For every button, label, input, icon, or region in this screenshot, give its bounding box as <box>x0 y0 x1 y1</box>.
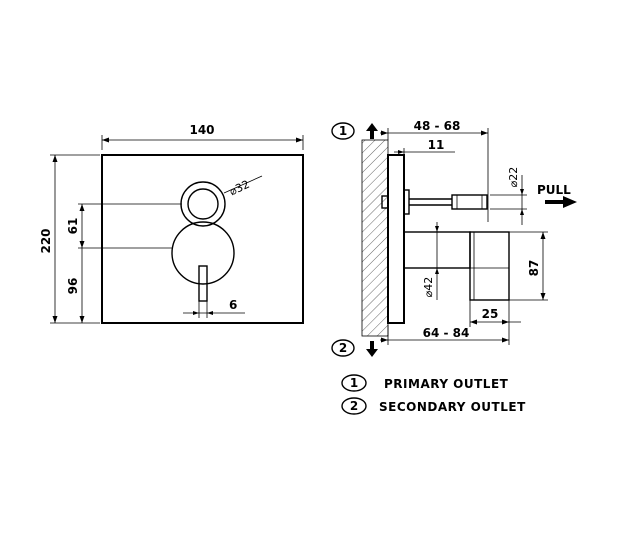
side-plate <box>387 154 405 324</box>
bottom-range-label: 64 - 84 <box>423 326 470 340</box>
side-knob <box>451 194 488 210</box>
side-small-block <box>381 195 389 209</box>
marker-2-label: 2 <box>339 341 347 355</box>
side-view: 1 2 48 - 68 11 ⌀22 PULL <box>331 119 577 357</box>
legend-label-secondary: SECONDARY OUTLET <box>379 400 526 414</box>
legend-item-primary: 1 PRIMARY OUTLET <box>341 374 509 392</box>
legend-item-secondary: 2 SECONDARY OUTLET <box>341 397 526 415</box>
body-height-label: 87 <box>527 260 541 277</box>
front-view: 140 220 ⌀32 61 96 <box>39 123 304 324</box>
legend-num-1: 1 <box>350 376 358 390</box>
body-width-label: 25 <box>482 307 499 321</box>
wall-section <box>361 139 389 337</box>
marker-1-label: 1 <box>339 124 347 138</box>
knob-diameter-label: ⌀22 <box>507 167 520 188</box>
front-width-label: 140 <box>189 123 214 137</box>
side-lever-body <box>469 231 510 301</box>
front-offset-96: 96 <box>66 278 80 295</box>
legend-label-primary: PRIMARY OUTLET <box>384 377 509 391</box>
pull-arrow-icon <box>545 196 577 208</box>
pull-label: PULL <box>537 183 571 197</box>
front-knob-diameter: ⌀32 <box>227 178 251 198</box>
front-offset-61: 61 <box>66 218 80 235</box>
arrow-down-icon <box>366 341 378 357</box>
depth-range-label: 48 - 68 <box>414 119 461 133</box>
lever-diameter-label: ⌀42 <box>422 277 435 298</box>
plate-offset-label: 11 <box>428 138 445 152</box>
marker-2-circle <box>331 339 355 357</box>
front-lever-disc <box>171 221 235 285</box>
side-escutcheon <box>403 189 410 215</box>
front-knob-inner <box>187 188 219 220</box>
front-lever-handle <box>198 265 208 302</box>
front-height-label: 220 <box>39 228 53 253</box>
legend-num-2: 2 <box>350 399 358 413</box>
front-lever-width: 6 <box>229 298 237 312</box>
legend: 1 PRIMARY OUTLET 2 SECONDARY OUTLET <box>341 374 526 415</box>
marker-1-circle <box>331 122 355 140</box>
front-plate <box>101 154 304 324</box>
arrow-up-icon <box>366 123 378 139</box>
